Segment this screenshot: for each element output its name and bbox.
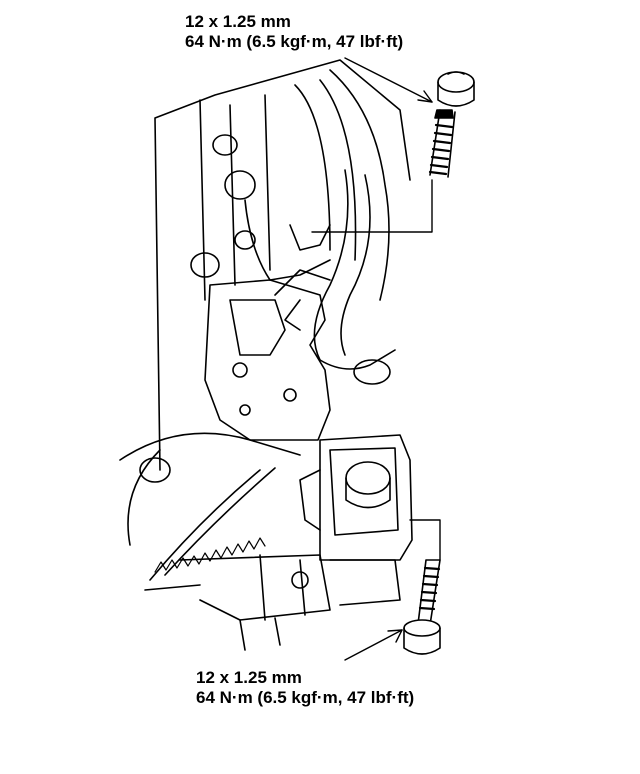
flywheel (119, 432, 301, 591)
bottom-bolt-torque: 64 N·m (6.5 kgf·m, 47 lbf·ft) (196, 688, 415, 707)
ring-gear-teeth (154, 537, 266, 573)
mount-block (299, 434, 413, 561)
top-leader-arrow (311, 57, 433, 233)
bottom-bolt-icon (403, 559, 441, 655)
top-bolt-callout: 12 x 1.25 mm 64 N·m (6.5 kgf·m, 47 lbf·f… (185, 12, 403, 52)
engine-block (154, 59, 411, 471)
top-bolt-size: 12 x 1.25 mm (185, 12, 291, 31)
bottom-leader-arrow (344, 519, 441, 661)
bottom-bolt-size: 12 x 1.25 mm (196, 668, 302, 687)
bottom-bolt-callout: 12 x 1.25 mm 64 N·m (6.5 kgf·m, 47 lbf·f… (196, 668, 414, 708)
top-bolt-torque: 64 N·m (6.5 kgf·m, 47 lbf·ft) (185, 32, 404, 51)
transmission-case (179, 554, 401, 651)
coolant-hose (313, 169, 396, 385)
top-bolt-icon (428, 71, 475, 178)
mount-bracket (204, 269, 331, 441)
